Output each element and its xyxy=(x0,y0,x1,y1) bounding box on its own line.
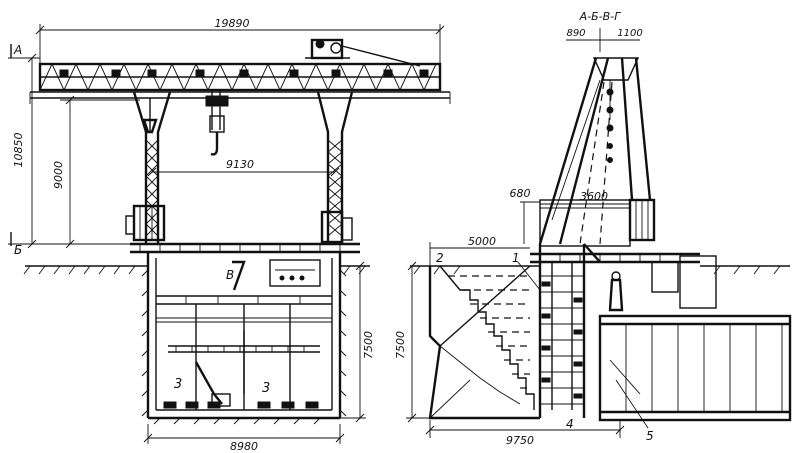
callout-1: 1 xyxy=(512,251,520,265)
dimension-crane-offset-label: 3600 xyxy=(580,190,608,203)
section-platform xyxy=(530,252,717,312)
crane-trolley xyxy=(305,38,421,67)
dimension-crane-height: 10850 xyxy=(12,53,37,249)
dimension-right-offset-label: 1100 xyxy=(617,28,642,39)
dimension-overall-length: 9750 4 xyxy=(425,417,625,447)
dimension-pit-depth-label: 7500 xyxy=(362,331,375,359)
dimension-pit-depth: 7500 xyxy=(340,261,375,423)
dimension-section-depth-label: 7500 xyxy=(394,331,407,359)
callout-4: 4 xyxy=(566,417,574,431)
dimension-leg-spacing-label: 9130 xyxy=(226,158,254,171)
level-marker-b: Б xyxy=(8,232,130,257)
operator-cabin-right xyxy=(320,210,353,244)
callout-2: 2 xyxy=(436,251,444,265)
hook-left xyxy=(142,98,158,134)
shaft-column xyxy=(538,243,601,418)
level-marker-a: А xyxy=(8,43,40,59)
dimension-shaft-edge: 680 xyxy=(510,187,540,244)
dimension-slope-width-label: 5000 xyxy=(468,235,496,248)
crane-leg-right xyxy=(316,91,354,244)
dimension-pit-width-label: 8980 xyxy=(230,440,258,453)
dimension-shaft-edge-label: 680 xyxy=(510,187,531,200)
dimension-crane-offset: 3600 xyxy=(540,190,630,205)
dimension-crane-height-label: 10850 xyxy=(12,133,25,168)
front-view: 19890 А Б 10850 9000 xyxy=(8,17,451,453)
section-label: А-Б-В-Г xyxy=(579,10,622,23)
callout-5: 5 xyxy=(646,429,654,443)
tunnel-lining: 5 xyxy=(598,314,792,443)
dimension-left-offset-label: 890 xyxy=(566,28,585,39)
dimension-hook-height-label: 9000 xyxy=(52,161,65,189)
hook-center xyxy=(205,90,229,156)
dimension-leg-spacing: 9130 xyxy=(147,158,340,177)
dimension-hook-height: 9000 xyxy=(52,95,140,249)
callout-3-right: 3 xyxy=(262,381,270,396)
level-marker-a-label: А xyxy=(13,43,22,57)
dimension-span: 19890 xyxy=(35,17,445,64)
dimension-span-label: 19890 xyxy=(215,17,250,30)
point-v-label: В xyxy=(226,268,234,282)
ground-line-left xyxy=(23,265,370,275)
headframe-platform: В xyxy=(130,242,360,291)
side-section-view: А-Б-В-Г 890 1100 xyxy=(394,10,792,447)
dimension-section-depth: 7500 xyxy=(394,261,430,423)
dimension-slope-width: 5000 xyxy=(429,235,530,266)
crane-boom xyxy=(538,57,652,245)
dimension-pit-width: 8980 xyxy=(143,424,345,453)
callout-3-left: 3 xyxy=(174,377,182,392)
dimension-overall-length-label: 9750 xyxy=(506,434,534,447)
ground-line-right xyxy=(410,265,790,275)
sloped-excavation: 2 1 xyxy=(428,251,541,420)
crane-cabin-right xyxy=(628,198,656,242)
crane-bridge xyxy=(29,62,451,104)
operator-cabin-left xyxy=(125,204,166,242)
pit-structure: 3 3 xyxy=(141,252,347,425)
level-marker-b-label: Б xyxy=(14,243,22,257)
